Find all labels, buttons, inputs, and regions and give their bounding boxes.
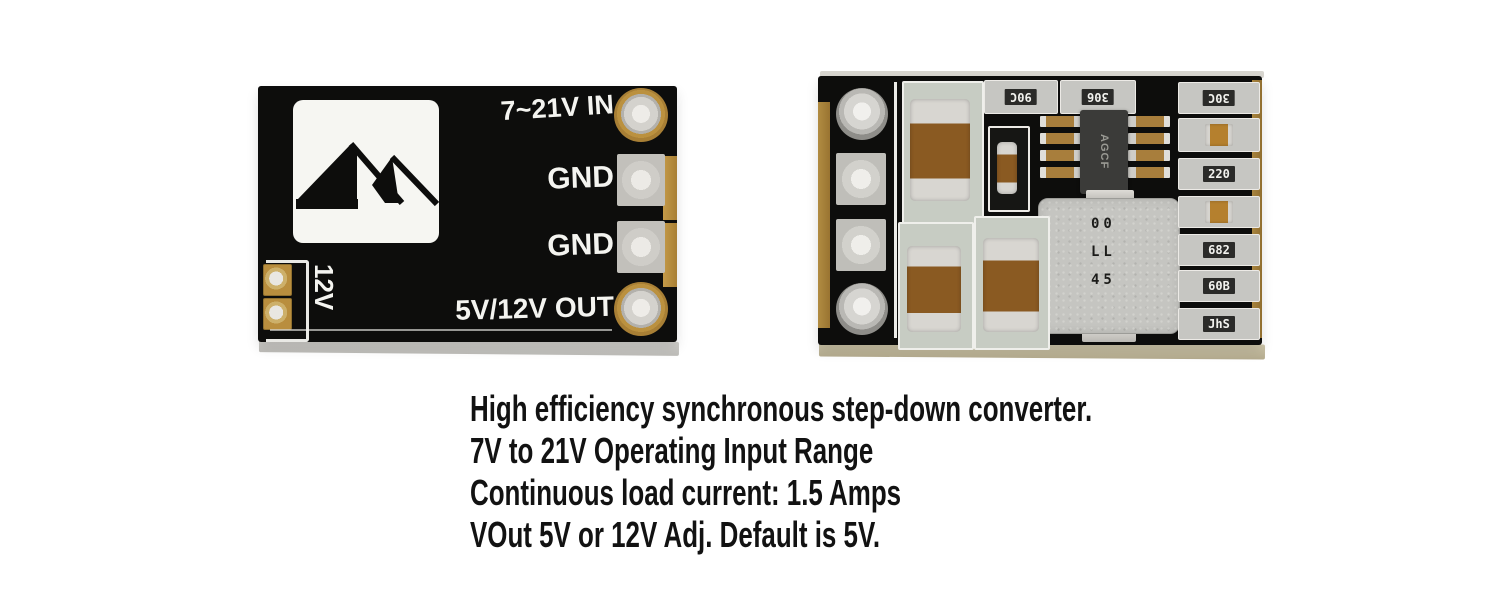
pcb-back: 90C 306 AGCF 00 LL 45 <box>818 76 1262 350</box>
resistor-30c: 30C <box>1178 82 1260 114</box>
resistor-220-marking: 220 <box>1203 166 1235 182</box>
back-pad-1 <box>836 88 888 140</box>
brand-logo-box <box>293 100 440 243</box>
silkscreen-border-line <box>270 329 612 331</box>
pin-label-vout: 5V/12V OUT <box>454 290 615 326</box>
ic-leg <box>1040 116 1082 127</box>
back-pad-2 <box>836 153 886 205</box>
resistor-jhs: JhS <box>1178 308 1260 340</box>
output-cap-pad-field <box>898 222 974 350</box>
resistor-30c-marking: 30C <box>1203 90 1235 106</box>
inductor-marking-row: 00 <box>1091 216 1116 232</box>
pad-gnd-1 <box>617 154 665 206</box>
ic-leg <box>1040 133 1082 144</box>
gold-edge-strip <box>663 156 677 220</box>
inductor-marking-row: LL <box>1091 244 1116 260</box>
capacitor-body <box>1205 201 1233 223</box>
ic-leg <box>1128 167 1170 178</box>
description-line-1-text: High efficiency synchronous step-down co… <box>470 388 1093 429</box>
back-pad-4 <box>836 283 888 335</box>
resistor-90c-marking: 90C <box>1005 89 1037 105</box>
input-cap-pad-field <box>902 81 984 225</box>
ic-leg <box>1128 150 1170 161</box>
back-pad-3 <box>836 219 886 271</box>
pad-vout <box>614 282 668 336</box>
ic-marking: AGCF <box>1098 134 1110 170</box>
jumper-silkscreen-bracket <box>266 260 309 342</box>
silkscreen-divider-line <box>894 82 897 338</box>
capacitor-body <box>1205 124 1233 146</box>
back-board-top-edge <box>820 71 1264 78</box>
pcb-front: 7~21V IN GND GND 5V/12V OUT 12V <box>258 86 677 342</box>
capacitor-right-1 <box>1178 118 1260 152</box>
ceramic-capacitor-large <box>910 99 970 201</box>
resistor-682: 682 <box>1178 234 1260 266</box>
ceramic-capacitor-large <box>983 238 1039 332</box>
resistor-306-marking: 306 <box>1082 89 1114 105</box>
jumper-pad-2 <box>263 298 292 330</box>
power-inductor: 00 LL 45 <box>1038 198 1180 334</box>
resistor-60b: 60B <box>1178 270 1260 302</box>
ic-leg <box>1128 133 1170 144</box>
resistor-682-marking: 682 <box>1203 242 1235 258</box>
resistor-220: 220 <box>1178 158 1260 190</box>
description-line-3: Continuous load current: 1.5 Amps <box>470 472 1334 514</box>
jumper-label-12v: 12V <box>309 264 339 311</box>
pin-label-gnd-2: GND <box>546 227 615 263</box>
resistor-306: 306 <box>1060 80 1136 114</box>
regulator-ic: AGCF <box>1080 110 1128 194</box>
resistor-90c: 90C <box>984 80 1058 114</box>
pin-label-gnd-1: GND <box>546 160 615 196</box>
product-description: High efficiency synchronous step-down co… <box>470 388 1334 556</box>
capacitor-right-2 <box>1178 196 1260 228</box>
ic-leg <box>1040 167 1082 178</box>
mountain-logo-icon <box>296 142 440 209</box>
ceramic-capacitor-small <box>997 142 1017 194</box>
output-cap-pad-field <box>974 216 1050 350</box>
description-line-3-text: Continuous load current: 1.5 Amps <box>470 472 902 513</box>
pad-vin <box>614 88 668 142</box>
resistor-jhs-marking: JhS <box>1203 316 1235 332</box>
description-line-4-text: VOut 5V or 12V Adj. Default is 5V. <box>470 514 881 555</box>
inductor-marking-row: 45 <box>1091 272 1116 288</box>
resistor-60b-marking: 60B <box>1203 278 1235 294</box>
jumper-pad-1 <box>263 264 292 296</box>
ic-leg <box>1128 116 1170 127</box>
description-line-2-text: 7V to 21V Operating Input Range <box>470 430 874 471</box>
pin-label-vin: 7~21V IN <box>499 89 615 127</box>
gold-edge-strip <box>818 102 830 328</box>
description-line-1: High efficiency synchronous step-down co… <box>470 388 1334 430</box>
small-cap-outline <box>988 126 1030 212</box>
ic-leg <box>1040 150 1082 161</box>
ceramic-capacitor-large <box>907 246 961 332</box>
description-line-2: 7V to 21V Operating Input Range <box>470 430 1334 472</box>
gold-edge-strip <box>663 223 677 287</box>
description-line-4: VOut 5V or 12V Adj. Default is 5V. <box>470 514 1334 556</box>
pad-gnd-2 <box>617 221 665 273</box>
